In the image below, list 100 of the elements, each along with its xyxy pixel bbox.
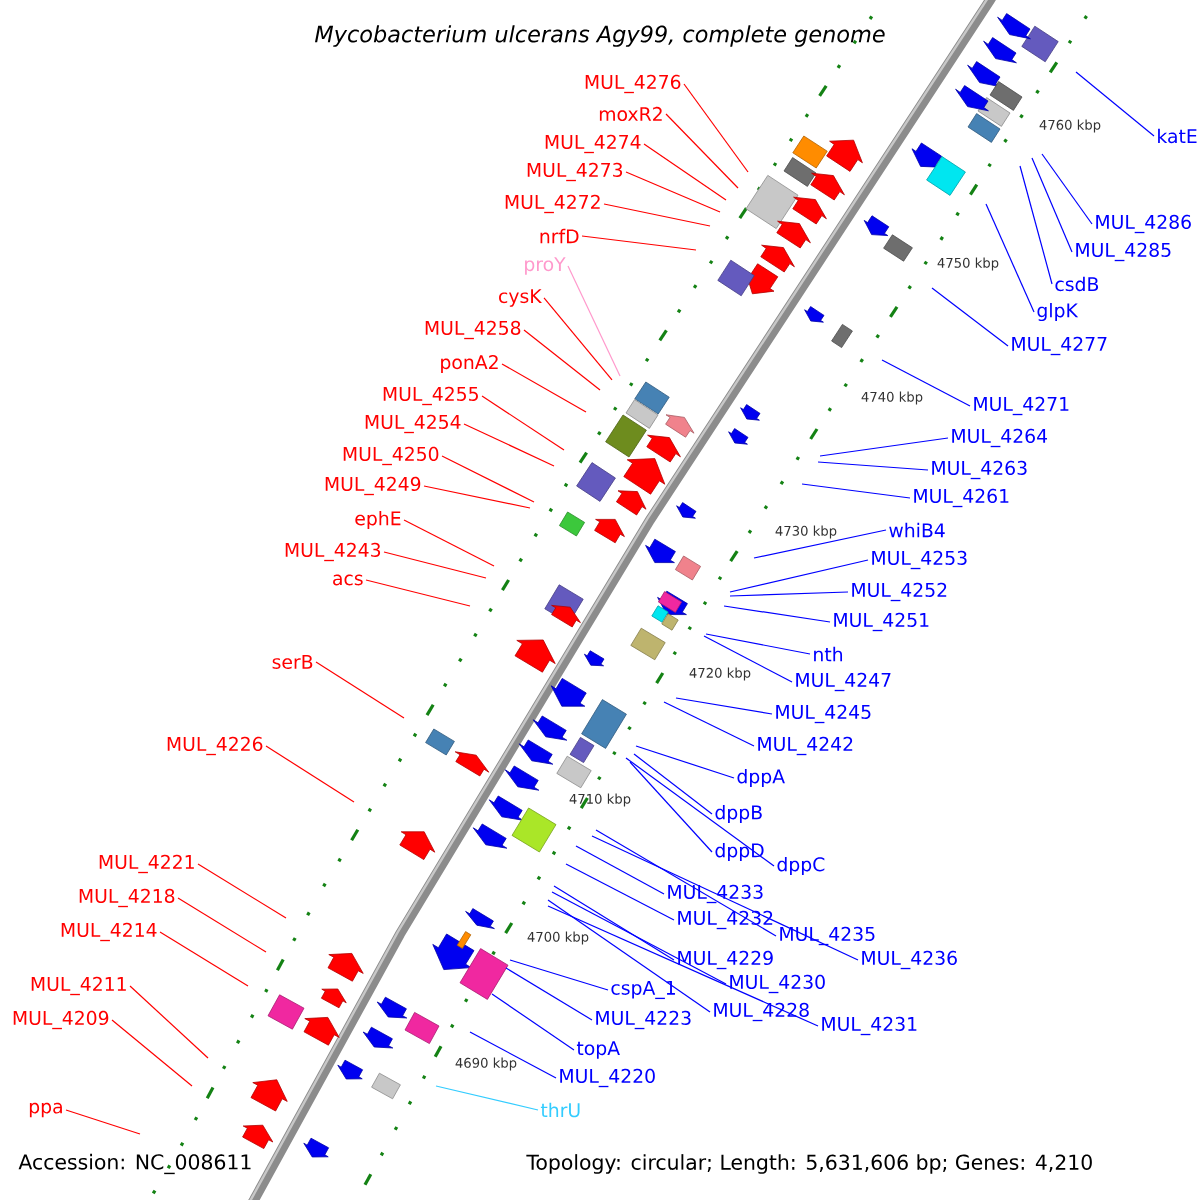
- leader-line: [365, 579, 471, 607]
- leader-line: [625, 757, 775, 867]
- gene-label: MUL_4223: [596, 1010, 691, 1030]
- gene-label: MUL_4277: [1012, 336, 1107, 356]
- leader-line: [463, 423, 555, 467]
- leader-line: [625, 171, 721, 213]
- gene-label: MUL_4242: [758, 736, 853, 756]
- leader-line: [629, 761, 713, 853]
- info-label: Accession: NC_008611: [18, 1153, 251, 1175]
- gene-label: dppB: [715, 804, 762, 824]
- leader-line: [665, 113, 739, 189]
- gene-label: MUL_4258: [425, 320, 521, 340]
- leader-line: [931, 287, 1009, 347]
- gene-label: MUL_4229: [678, 950, 773, 970]
- gene-label: moxR2: [599, 106, 662, 122]
- leader-line: [509, 959, 609, 991]
- gene-label: MUL_4231: [822, 1016, 917, 1036]
- gene-label: MUL_4209: [13, 1010, 109, 1030]
- leader-line: [567, 265, 621, 377]
- leader-line: [729, 559, 869, 593]
- gene-label: MUL_4221: [99, 854, 194, 874]
- gene-label: ppa: [29, 1102, 62, 1118]
- leader-line: [491, 993, 575, 1051]
- gene-label: katE: [1158, 128, 1197, 144]
- gene-label: MUL_4245: [776, 704, 871, 724]
- leader-line: [403, 519, 495, 567]
- leader-line: [1019, 165, 1053, 285]
- gene-label: MUL_4249: [325, 476, 421, 496]
- gene-label: MUL_4243: [285, 542, 381, 562]
- leader-line: [881, 359, 971, 407]
- leader-line: [423, 485, 531, 509]
- leader-line: [663, 701, 755, 747]
- leader-line: [575, 845, 665, 895]
- leader-line: [481, 395, 565, 451]
- gene-label: ponA2: [441, 355, 498, 373]
- leader-line: [111, 1019, 193, 1087]
- leader-line: [753, 529, 887, 559]
- gene-label: MUL_4226: [167, 736, 263, 756]
- gene-label: MUL_4272: [505, 194, 600, 214]
- gene-label: MUL_4247: [796, 672, 891, 692]
- leader-line: [675, 697, 773, 715]
- leader-line: [551, 891, 727, 985]
- gene-label: MUL_4211: [31, 976, 126, 996]
- leader-line: [197, 863, 287, 919]
- leader-line: [817, 461, 929, 471]
- leader-line: [643, 143, 727, 201]
- leader-line: [553, 885, 675, 961]
- gene-label: MUL_4274: [545, 134, 641, 154]
- leader-line: [159, 931, 249, 987]
- gene-label: MUL_4254: [365, 414, 461, 434]
- gene-label: MUL_4285: [1076, 242, 1171, 262]
- leader-line: [265, 745, 355, 803]
- leader-line: [985, 203, 1035, 313]
- info-label: Topology: circular; Length: 5,631,606 bp; Genes: 4,210: [526, 1154, 1092, 1174]
- gene-label: thrU: [540, 1102, 580, 1118]
- leader-line: [1031, 157, 1073, 253]
- leader-line: [129, 985, 209, 1059]
- leader-line: [547, 899, 711, 1013]
- gene-label: MUL_4261: [914, 488, 1009, 508]
- gene-label: MUL_4230: [730, 974, 825, 994]
- gene-label: MUL_4220: [560, 1068, 655, 1088]
- leader-line: [603, 203, 711, 227]
- gene-label: MUL_4214: [61, 922, 157, 942]
- leader-line: [729, 591, 849, 597]
- leader-line: [819, 437, 949, 457]
- leader-line: [633, 753, 713, 815]
- leader-line: [1041, 153, 1093, 225]
- gene-label: MUL_4286: [1096, 214, 1191, 234]
- gene-label: MUL_4253: [872, 550, 967, 570]
- leader-line: [581, 235, 697, 251]
- leader-line: [177, 897, 267, 953]
- leader-line: [703, 635, 793, 683]
- leader-line: [547, 905, 819, 1027]
- leader-line: [705, 633, 811, 655]
- leader-line: [383, 551, 487, 579]
- leader-line: [65, 1109, 141, 1135]
- leader-line: [635, 745, 735, 779]
- gene-label: MUL_4251: [834, 612, 929, 632]
- gene-label: csdB: [1055, 276, 1099, 292]
- leader-line: [501, 363, 587, 413]
- gene-label: dppC: [777, 856, 825, 876]
- gene-label: dppA: [737, 768, 785, 788]
- leader-line: [315, 661, 405, 719]
- leader-line: [723, 605, 831, 623]
- gene-label: nrfD: [540, 228, 579, 244]
- gene-label: MUL_4252: [852, 582, 947, 602]
- leader-line: [565, 863, 675, 921]
- gene-label: cysK: [499, 289, 542, 307]
- gene-label: serB: [272, 655, 313, 669]
- gene-label: MUL_4218: [79, 888, 175, 908]
- gene-label: acs: [333, 574, 363, 586]
- gene-label: MUL_4263: [932, 460, 1027, 480]
- leader-line: [543, 297, 613, 381]
- gene-label: MUL_4236: [862, 950, 957, 970]
- gene-label: whiB4: [889, 522, 945, 538]
- leader-line: [591, 835, 859, 961]
- gene-label: ephE: [355, 510, 401, 530]
- gene-label: MUL_4276: [585, 74, 681, 94]
- genome-title: Mycobacterium ulcerans Agy99, complete genome: [315, 25, 885, 47]
- gene-label: nth: [814, 646, 842, 662]
